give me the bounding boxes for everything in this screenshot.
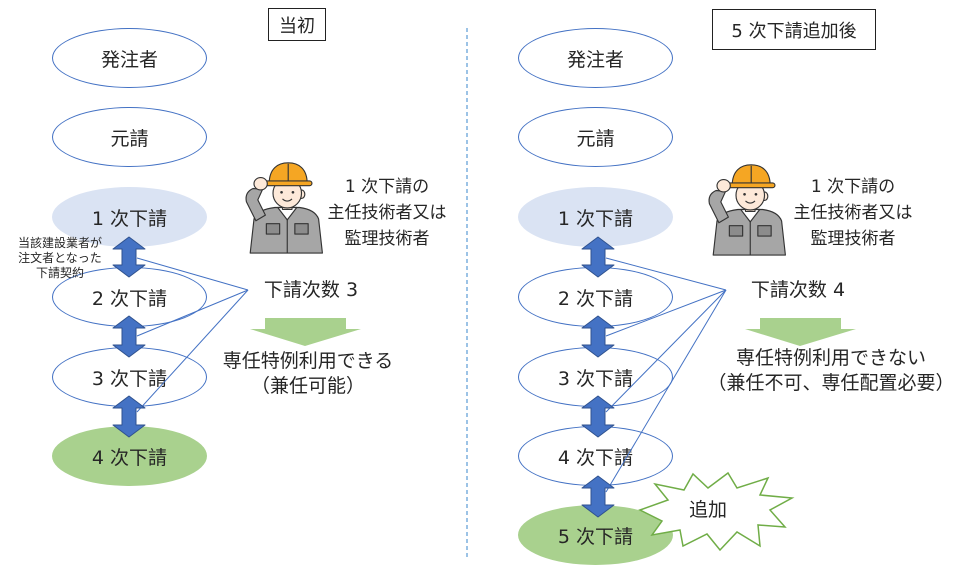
panel-title-initial: 当初 <box>268 8 326 41</box>
face <box>735 179 766 211</box>
worker-illustration <box>245 162 323 254</box>
work-jacket <box>249 206 323 254</box>
engineer-caption: 1 次下請の 主任技術者又は 監理技術者 <box>783 174 923 252</box>
result-line: 専任特例利用できない <box>735 347 926 369</box>
contract-note-line: 当該建設業者が <box>17 236 102 250</box>
right-node-tier-4: 4 次下請 <box>518 426 673 486</box>
engineer-caption: 1 次下請の 主任技術者又は 監理技術者 <box>317 174 457 252</box>
eye <box>280 190 283 194</box>
right-node-tier-1: 1 次下請 <box>518 187 673 247</box>
contract-note-line: 下請契約 <box>35 266 84 280</box>
tier-count-label: 下請次数 3 <box>263 279 359 301</box>
ear <box>297 189 306 200</box>
work-jacket <box>712 208 786 256</box>
left-node-prime-contractor: 元請 <box>52 107 207 167</box>
result-line: （兼任不可、専任配置必要） <box>707 372 955 394</box>
shirt-collar <box>740 208 761 223</box>
engineer-caption-line: 主任技術者又は <box>327 203 447 223</box>
engineer-caption-line: 監理技術者 <box>810 229 896 249</box>
face <box>272 177 303 209</box>
shirt-collar <box>277 206 298 221</box>
right-node-orderer: 発注者 <box>518 28 673 88</box>
hard-hat <box>268 162 308 185</box>
right-node-tier-3: 3 次下請 <box>518 347 673 407</box>
ear <box>760 191 769 202</box>
hand <box>253 177 268 191</box>
result-text: 専任特例利用できない （兼任不可、専任配置必要） <box>702 346 960 396</box>
mouth <box>745 200 756 204</box>
down-arrow-icon <box>250 318 361 346</box>
left-node-tier-3: 3 次下請 <box>52 347 207 407</box>
right-node-tier-2: 2 次下請 <box>518 267 673 327</box>
raised-arm <box>245 187 266 222</box>
hard-hat <box>731 164 771 187</box>
engineer-caption-line: 1 次下請の <box>344 177 430 197</box>
hard-hat-brim <box>726 182 776 189</box>
eye <box>291 190 295 194</box>
right-node-tier-5: 5 次下請 <box>518 505 673 565</box>
chest-pocket <box>294 223 309 235</box>
left-node-tier-4: 4 次下請 <box>52 426 207 486</box>
right-node-prime-contractor: 元請 <box>518 107 673 167</box>
engineer-caption-line: 主任技術者又は <box>793 203 913 223</box>
eye <box>743 192 746 196</box>
raised-arm <box>708 189 729 224</box>
hard-hat-brim <box>263 180 313 187</box>
left-node-orderer: 発注者 <box>52 28 207 88</box>
contract-note: 当該建設業者が 注文者となった 下請契約 <box>8 236 112 281</box>
result-line: 専任特例利用できる <box>222 350 394 372</box>
neck <box>744 204 756 212</box>
result-line: （兼任可能） <box>250 375 365 397</box>
chest-pocket <box>265 223 281 235</box>
chest-pocket <box>728 225 744 237</box>
engineer-caption-line: 1 次下請の <box>810 177 896 197</box>
mouth <box>282 198 293 202</box>
tier-count-label: 下請次数 4 <box>750 279 846 301</box>
chest-pocket <box>757 225 772 237</box>
added-badge-label: 追加 <box>688 499 727 521</box>
worker-illustration <box>708 164 786 256</box>
neck <box>281 202 293 210</box>
contract-note-line: 注文者となった <box>18 251 102 265</box>
engineer-caption-line: 監理技術者 <box>344 229 430 249</box>
result-text: 専任特例利用できる （兼任可能） <box>198 349 418 399</box>
hand <box>716 179 731 193</box>
panel-title-after-addition: 5 次下請追加後 <box>712 9 876 50</box>
eye <box>754 192 758 196</box>
down-arrow-icon <box>745 318 856 346</box>
